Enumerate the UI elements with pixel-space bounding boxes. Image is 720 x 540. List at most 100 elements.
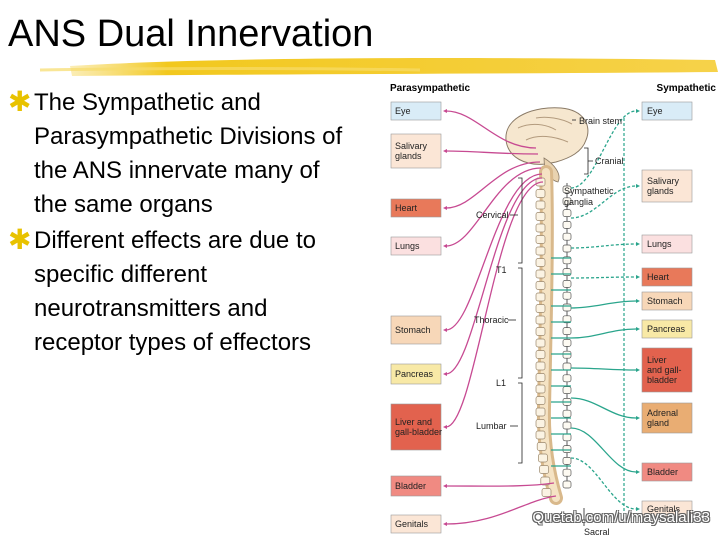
vertebra [535, 315, 546, 325]
organ-box: Stomach [390, 315, 447, 345]
vertebra [535, 361, 546, 371]
vertebra [535, 223, 546, 233]
thoracic-label: Thoracic [474, 315, 509, 325]
vertebra [535, 419, 546, 428]
l1-label: L1 [496, 378, 506, 388]
sympathetic-heading: Sympathetic [657, 83, 717, 94]
organ-box: Genitals [390, 514, 447, 534]
sympathetic-nerve [570, 328, 637, 339]
organ-label: Genitals [395, 519, 429, 529]
organ-box: Eye [636, 101, 693, 121]
bullet-item: ✱ Different effects are due to specific … [8, 224, 353, 360]
nerve-pathways-drawing [445, 110, 637, 525]
ganglion [562, 362, 572, 371]
organ-label: Lungs [395, 241, 420, 251]
parasympathetic-nerve [445, 495, 557, 525]
organ-label: Stomach [647, 296, 683, 306]
vertebra [535, 350, 546, 359]
parasympathetic-nerve [445, 173, 543, 331]
vertebra [535, 292, 546, 302]
ganglion [562, 221, 572, 229]
bullet-text: Different effects are due to specific di… [34, 227, 316, 356]
ganglion [562, 327, 572, 335]
organ-label: Heart [647, 272, 670, 282]
ganglion [562, 185, 572, 194]
ganglion [562, 339, 572, 347]
vertebra [540, 476, 551, 486]
ganglion [562, 457, 572, 465]
organ-box: Pancreas [390, 363, 447, 385]
vertebra [535, 327, 546, 336]
ganglion [562, 197, 572, 206]
organ-label: Heart [395, 203, 418, 213]
brain-stem-label: Brain stem [579, 116, 622, 126]
organ-label: Eye [395, 106, 411, 116]
parasympathetic-nerve [445, 161, 541, 209]
bullet-list: ✱ The Sympathetic and Parasympathetic Di… [8, 86, 353, 362]
sympathetic-nerve [570, 397, 637, 419]
organ-label: Stomach [395, 325, 431, 335]
vertebra [535, 258, 546, 267]
organ-label: Pancreas [395, 369, 434, 379]
asterisk-bullet-icon: ✱ [8, 86, 32, 117]
organ-label: Genitals [647, 504, 681, 514]
organ-box: Bladder [390, 475, 447, 497]
vertebra [535, 189, 546, 198]
ganglion [562, 374, 572, 383]
slide-title: ANS Dual Innervation [8, 13, 374, 55]
sympathetic-nerve [570, 367, 637, 371]
organ-box: Pancreas [636, 319, 693, 339]
vertebra [535, 235, 546, 244]
sympathetic-chain-drawing [562, 183, 572, 489]
ganglion [562, 280, 572, 288]
vertebra [535, 304, 546, 313]
ganglion [562, 421, 572, 430]
vertebra [535, 200, 546, 210]
parasympathetic-nerve [445, 482, 555, 487]
ganglion [562, 244, 572, 253]
sympathetic-nerve [570, 110, 637, 189]
vertebra [535, 373, 546, 382]
organ-box: Genitals [636, 500, 693, 518]
organ-label: Eye [647, 106, 663, 116]
parasympathetic-heading: Parasympathetic [390, 83, 470, 94]
ganglion [562, 291, 572, 300]
vertebra [535, 338, 546, 348]
organ-label: Bladder [647, 467, 678, 477]
sympathetic-nerve [570, 300, 637, 309]
vertebra [535, 384, 546, 394]
region-brackets [508, 119, 593, 526]
organ-box: Stomach [636, 291, 693, 311]
parasympathetic-nerve [445, 150, 539, 155]
ganglion [562, 433, 572, 442]
sympathetic-nerve [570, 457, 637, 510]
ganglion [562, 350, 572, 359]
vertebra [536, 442, 547, 451]
vertebra [535, 407, 546, 417]
ganglion [562, 232, 572, 241]
vertebra [538, 453, 548, 463]
organ-label: Bladder [395, 481, 426, 491]
organ-box: Heart [636, 267, 693, 287]
cranial-label: Cranial [595, 156, 624, 166]
organ-box: Eye [390, 101, 447, 121]
bullet-item: ✱ The Sympathetic and Parasympathetic Di… [8, 86, 353, 222]
asterisk-bullet-icon: ✱ [8, 224, 32, 255]
ganglion [562, 303, 572, 312]
parasympathetic-nerve [445, 177, 543, 375]
ganglion [562, 209, 572, 217]
ganglion [562, 445, 572, 453]
ganglion [562, 480, 572, 489]
